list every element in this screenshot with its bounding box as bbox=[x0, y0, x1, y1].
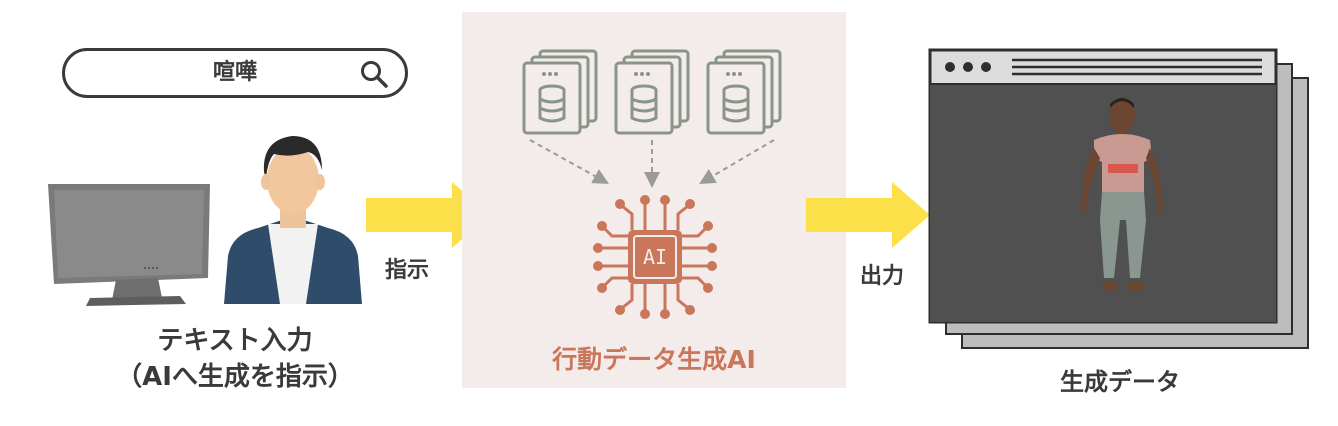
search-icon bbox=[361, 61, 388, 88]
search-query: 喧嘩 bbox=[212, 60, 257, 85]
instruct-label: 指示 bbox=[385, 258, 430, 283]
user-label-line1: テキスト入力 bbox=[157, 326, 313, 356]
character-figure bbox=[1080, 98, 1164, 291]
search-bar[interactable]: 喧嘩 bbox=[62, 48, 408, 98]
user-label-line2: （AIへ生成を指示） bbox=[116, 362, 354, 392]
dashed-arrows bbox=[529, 139, 775, 188]
person-icon bbox=[224, 136, 362, 304]
generated-data-label: 生成データ bbox=[1060, 368, 1180, 396]
database-document-icon bbox=[614, 49, 690, 135]
monitor-icon bbox=[48, 184, 210, 306]
ai-chip-icon: AI bbox=[593, 195, 717, 319]
ai-chip-text: AI bbox=[643, 245, 667, 269]
output-arrow-label: 出力 bbox=[860, 264, 905, 289]
database-document-icon bbox=[522, 49, 598, 135]
arrow-right-icon bbox=[366, 182, 490, 248]
arrow-right-icon bbox=[806, 182, 930, 248]
database-document-icon bbox=[706, 49, 782, 135]
ai-model-label: 行動データ生成AI bbox=[552, 345, 756, 374]
